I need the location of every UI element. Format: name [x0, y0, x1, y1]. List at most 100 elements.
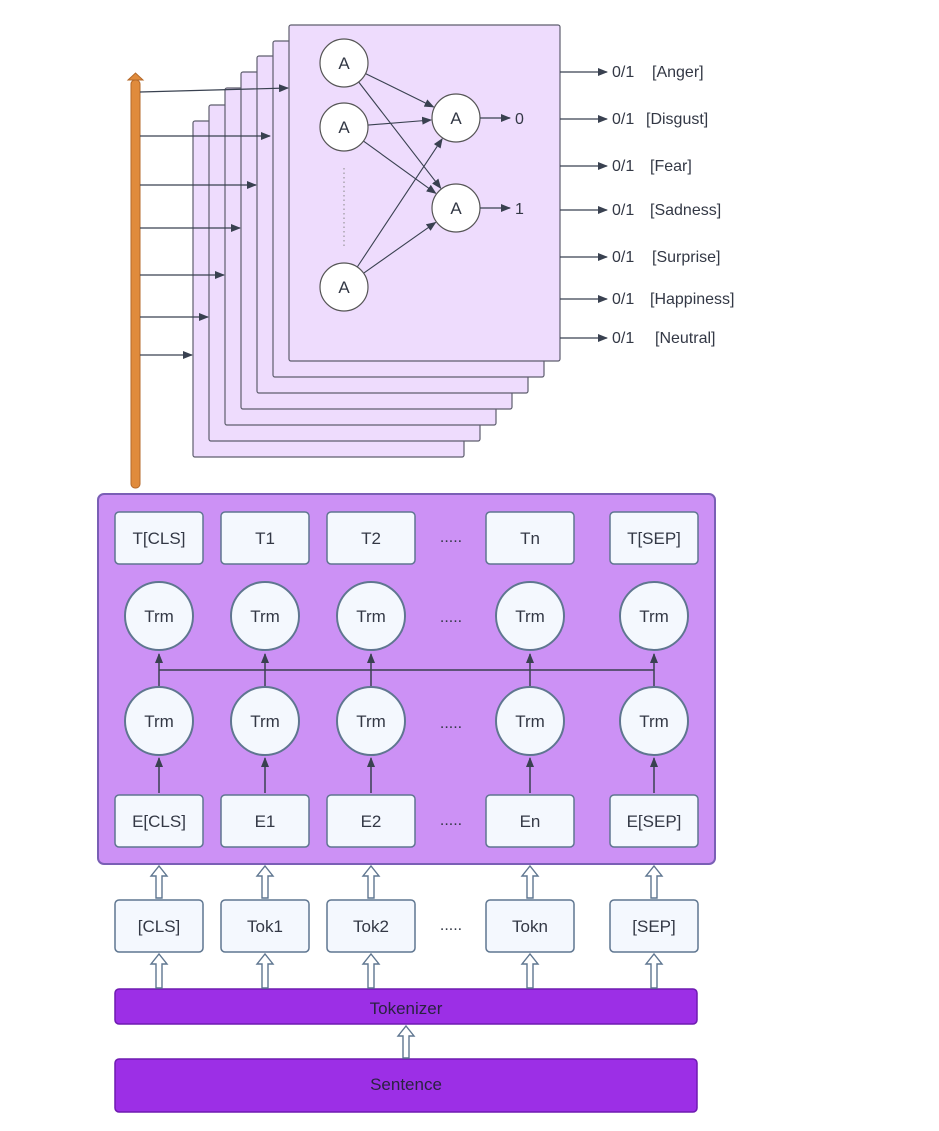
emotion-value: 0/1	[612, 64, 634, 81]
network-edges	[356, 73, 443, 274]
output-token-box-label: T[CLS]	[133, 529, 186, 548]
input-node	[319, 38, 369, 88]
trm-node	[336, 581, 406, 651]
trm-label: Trm	[639, 712, 669, 731]
token-box	[485, 899, 575, 953]
emotion-value: 0/1	[612, 291, 634, 308]
output-token-box-label: T1	[255, 529, 275, 548]
token-box	[114, 899, 204, 953]
emotion-value: 0/1	[612, 249, 634, 266]
ellipsis: .....	[440, 529, 462, 546]
input-node-label: A	[338, 118, 350, 137]
input-node-label: A	[338, 54, 350, 73]
ellipsis: .....	[440, 715, 462, 732]
input-node-label: A	[338, 278, 350, 297]
emotion-label: [Surprise]	[652, 249, 720, 266]
network-edge	[363, 140, 437, 194]
network-edge	[367, 116, 433, 126]
embedding-box-label: En	[520, 812, 541, 831]
embedding-box	[114, 794, 204, 848]
emotion-value: 0/1	[612, 202, 634, 219]
trm-label: Trm	[250, 712, 280, 731]
tokenizer-bar: Tokenizer	[114, 988, 698, 1025]
hollow-arrow	[361, 952, 381, 989]
trm-node	[124, 581, 194, 651]
emotion-label: [Anger]	[652, 64, 704, 81]
output-token-box	[114, 511, 204, 565]
classifier-layer-stack	[192, 24, 561, 458]
emotion-value: 0/1	[612, 111, 634, 128]
hidden-node-label: A	[450, 199, 462, 218]
network-edge	[358, 81, 442, 190]
spine-arrows	[139, 84, 289, 359]
hollow-arrow	[149, 864, 169, 899]
embedding-box	[609, 794, 699, 848]
embedding-box-label: E2	[361, 812, 382, 831]
hollow-arrow	[396, 1024, 416, 1059]
token-box-label: Tokn	[512, 917, 548, 936]
trm-label: Trm	[144, 712, 174, 731]
network-edge	[356, 138, 443, 268]
trm-label: Trm	[250, 607, 280, 626]
output-token-box-label: Tn	[520, 529, 540, 548]
output-node-label: 1	[515, 201, 524, 218]
token-box	[326, 899, 416, 953]
ellipsis: .....	[440, 812, 462, 829]
hollow-arrow	[149, 952, 169, 989]
trm-node	[619, 686, 689, 756]
embedding-box-label: E1	[255, 812, 276, 831]
trm-label: Trm	[144, 607, 174, 626]
trm-connections	[155, 653, 658, 793]
bert-columns: T[CLS]TrmTrmE[CLS]T1TrmTrmE1T2TrmTrmE2..…	[114, 511, 699, 848]
sentence-label: Sentence	[370, 1075, 442, 1094]
input-node	[319, 102, 369, 152]
emotion-label: [Neutral]	[655, 330, 715, 347]
emotion-label: [Fear]	[650, 158, 692, 175]
hollow-arrow	[644, 952, 664, 989]
network-edge	[365, 73, 435, 108]
trm-node	[230, 581, 300, 651]
hollow-arrow	[520, 864, 540, 899]
emotion-value: 0/1	[612, 158, 634, 175]
tokenizer-label: Tokenizer	[370, 999, 443, 1018]
token-box	[609, 899, 699, 953]
emotion-label: [Sadness]	[650, 202, 721, 219]
token-box-label: Tok2	[353, 917, 389, 936]
output-token-box	[609, 511, 699, 565]
emotion-label: [Disgust]	[646, 111, 708, 128]
hollow-arrows	[149, 864, 664, 1059]
trm-label: Trm	[515, 607, 545, 626]
hollow-arrow	[361, 864, 381, 899]
output-token-box-label: T[SEP]	[627, 529, 681, 548]
input-node	[319, 262, 369, 312]
hollow-arrow	[255, 864, 275, 899]
trm-node	[336, 686, 406, 756]
network-nodes: A A A A A 0 1	[319, 38, 524, 312]
trm-label: Trm	[356, 712, 386, 731]
emotion-value: 0/1	[612, 330, 634, 347]
output-token-box-label: T2	[361, 529, 381, 548]
spine-arrow	[139, 84, 289, 93]
hollow-arrow	[255, 952, 275, 989]
trm-label: Trm	[515, 712, 545, 731]
output-node-label: 0	[515, 111, 524, 128]
ellipsis: .....	[440, 609, 462, 626]
sentence-bar: Sentence	[114, 1058, 698, 1113]
embedding-box	[326, 794, 416, 848]
feature-spine	[126, 72, 145, 489]
ellipsis: .....	[440, 917, 462, 934]
trm-label: Trm	[639, 607, 669, 626]
hollow-arrow	[520, 952, 540, 989]
trm-node	[495, 686, 565, 756]
output-token-box	[220, 511, 310, 565]
embedding-box-label: E[SEP]	[627, 812, 682, 831]
embedding-box	[220, 794, 310, 848]
embedding-box-label: E[CLS]	[132, 812, 186, 831]
token-box-label: [CLS]	[138, 917, 181, 936]
trm-node	[495, 581, 565, 651]
embedding-box	[485, 794, 575, 848]
network-edge	[363, 221, 437, 274]
hollow-arrow	[644, 864, 664, 899]
